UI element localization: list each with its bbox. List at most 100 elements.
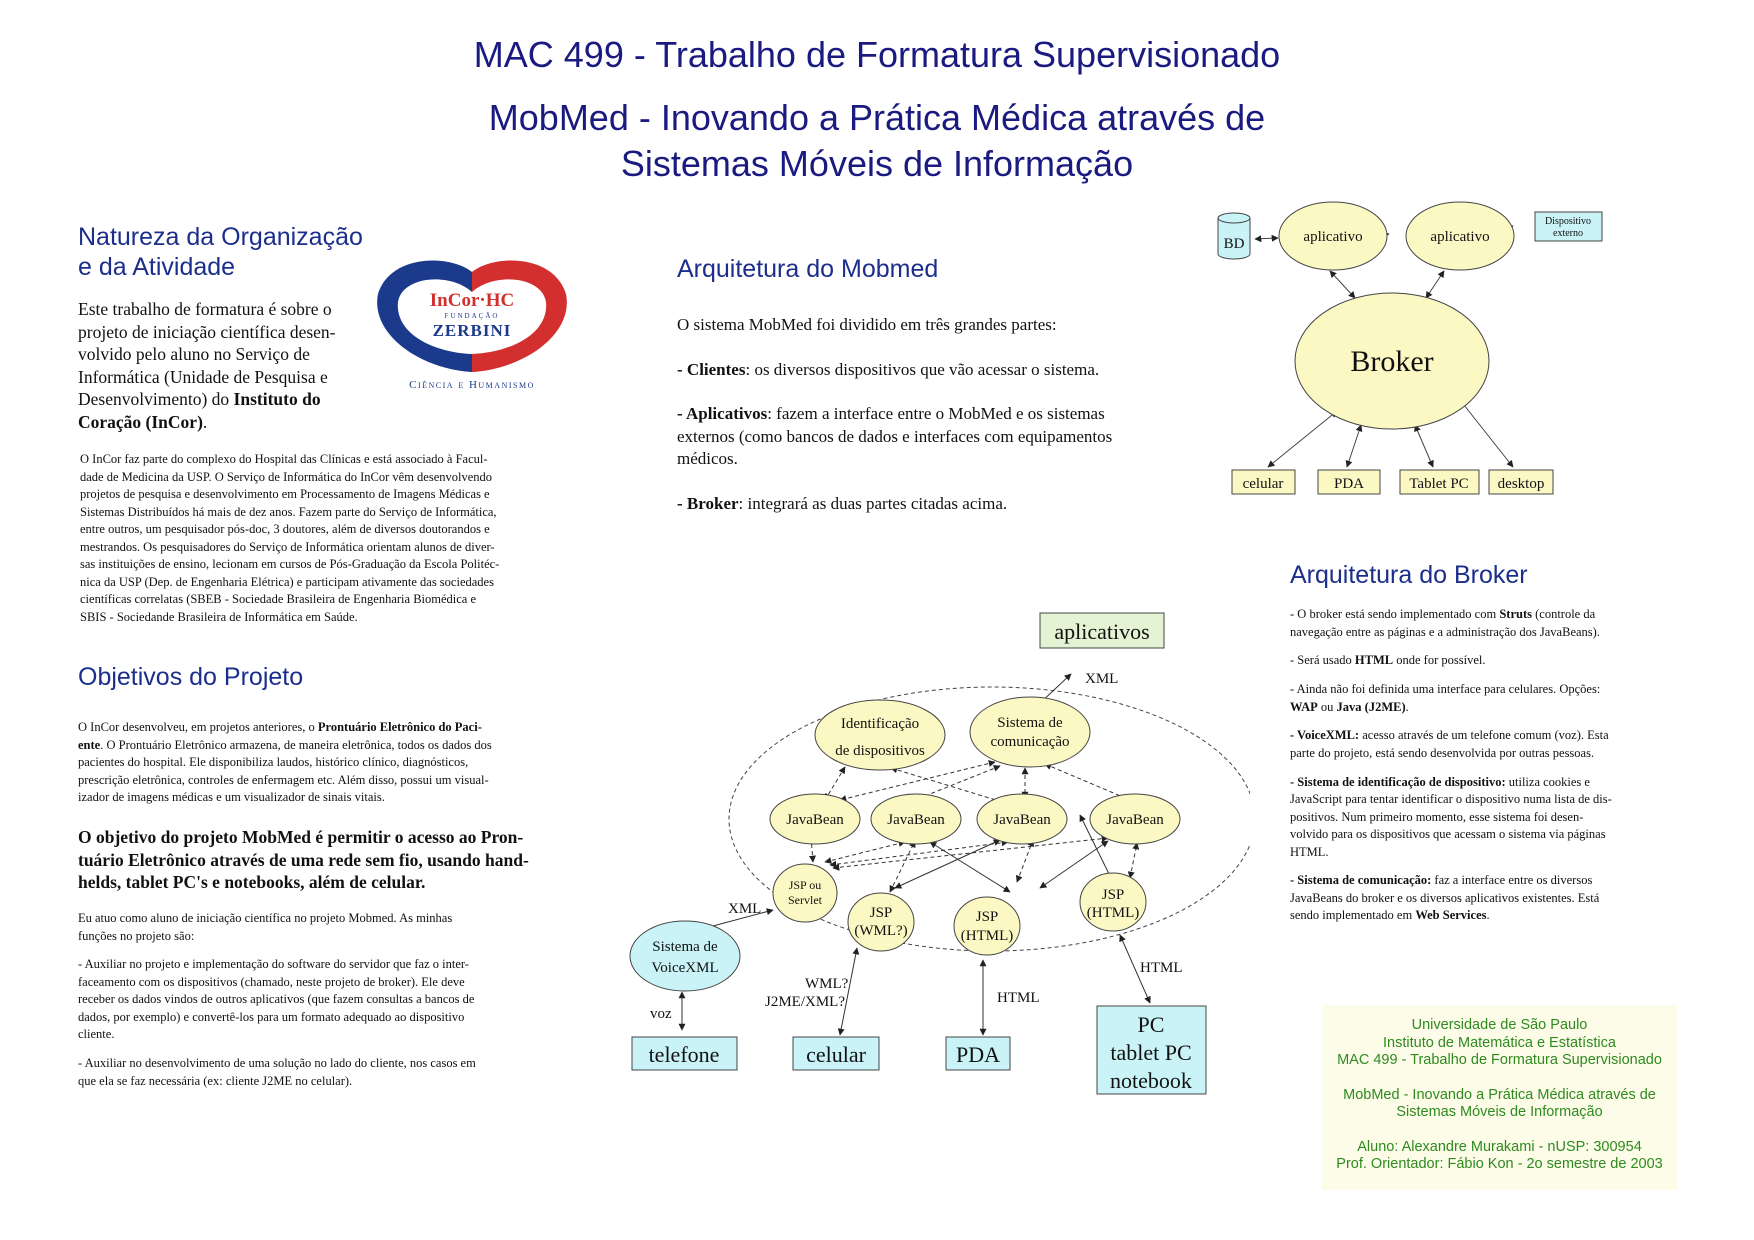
text-line: HTML. <box>1290 844 1329 859</box>
text-line: O InCor desenvolveu, em projetos anterio… <box>78 719 492 737</box>
external-device-label-2: externo <box>1553 228 1583 239</box>
jsp-servlet-label-2: Servlet <box>788 893 823 907</box>
text-line: - Sistema de comunicação: faz a interfac… <box>1290 872 1612 890</box>
text-line: - VoiceXML: acesso através de um telefon… <box>1290 727 1612 745</box>
text-run: - Será usado <box>1290 653 1355 668</box>
telefone-box <box>631 1036 738 1071</box>
text-line: Coração (InCor). <box>78 411 336 434</box>
text-run-bold: Web Services <box>1415 908 1487 923</box>
text-run: ou <box>1317 699 1337 714</box>
text-run: (controle da <box>1531 607 1596 621</box>
client-pda-label: PDA <box>1334 476 1364 492</box>
text-line: funções no projeto são: <box>78 928 195 943</box>
text-line: pacientes do hospital. Ele disponibiliza… <box>78 755 469 769</box>
wml-label: WML? <box>805 976 849 992</box>
incor-logo: InCor·HC FUNDAÇÃO ZERBINI Ciência e Huma… <box>370 254 575 394</box>
text-run-bold: WAP <box>1290 699 1318 714</box>
bd-label: BD <box>1224 236 1245 252</box>
jsp-html-2-label-1: JSP <box>1102 887 1125 903</box>
text-line: - Será usado HTML onde for possível. <box>1290 652 1612 670</box>
javabean-label: JavaBean <box>887 812 945 828</box>
client-tablet-box <box>1399 469 1480 495</box>
text-line: helds, tablet PC's e notebooks, além de … <box>78 872 426 892</box>
pc-connector <box>1119 934 1151 1004</box>
jsp-html-2-label-2: (HTML) <box>1087 905 1140 921</box>
text-run: sendo implementado em <box>1290 908 1416 923</box>
aplicativos-box <box>1039 612 1165 649</box>
text-line: parte do projeto, está sendo desenvolvid… <box>1290 745 1595 760</box>
pda-broker-connector <box>1345 424 1363 468</box>
text-run: . <box>202 411 208 432</box>
text-run-bold: - Sistema de identificação de dispositiv… <box>1290 774 1506 789</box>
text-run-bold: - Broker <box>677 493 739 513</box>
text-line: - Broker: integrará as duas partes citad… <box>677 493 1112 516</box>
text-line: SBIS - Sociedande Brasileira de Informát… <box>80 609 358 624</box>
text-line: Informática (Unidade de Pesquisa e <box>78 366 328 387</box>
text-line: mestrandos. Os pesquisadores do Serviço … <box>80 539 495 554</box>
app-node-2 <box>1405 201 1515 271</box>
dashed-connector <box>1127 842 1140 879</box>
dashed-connector <box>1044 763 1131 801</box>
jsp-html-node-2 <box>1079 872 1147 932</box>
client-pda-box <box>1317 469 1381 495</box>
celular-label: celular <box>806 1042 867 1067</box>
text-line: - O broker está sendo implementado com S… <box>1290 606 1612 624</box>
text-run: - O broker está sendo implementado com <box>1290 607 1500 621</box>
text-line: - Auxiliar no desenvolvimento de uma sol… <box>78 1056 476 1070</box>
tablet-broker-connector <box>1414 424 1434 468</box>
device-id-node <box>814 699 946 771</box>
client-desktop-box <box>1488 469 1554 495</box>
text-line: dade de Medicina da USP. O Serviço de In… <box>80 469 493 484</box>
jsp-wml-label-1: JSP <box>870 905 893 921</box>
celular-connector <box>837 947 860 1036</box>
javabean-node <box>976 793 1068 845</box>
text-run: onde for possível. <box>1393 653 1486 668</box>
jsp-wml-label-2: (WML?) <box>854 923 907 939</box>
text-run-bold: HTML <box>1354 653 1394 668</box>
celular-broker-connector <box>1267 410 1338 468</box>
broker-node <box>1294 292 1490 430</box>
project-title-line2: Sistemas Móveis de Informação <box>620 143 1134 184</box>
text-line: médicos. <box>677 449 738 468</box>
text-line: - Auxiliar no projeto e implementação do… <box>78 957 469 972</box>
mobmed-heading: Arquitetura do Mobmed <box>677 255 939 283</box>
app-node-1-label: aplicativo <box>1303 229 1362 245</box>
text-run-bold: - Clientes <box>677 359 746 379</box>
text-line: JavaScript para tentar identificar o dis… <box>1290 792 1612 806</box>
objetivos-goal: O objetivo do projeto MobMed é permitir … <box>78 826 529 894</box>
database-icon: BD <box>1217 212 1251 260</box>
mobmed-overview-diagram: BD aplicativo aplicativo Dispositivo ext… <box>1217 201 1603 495</box>
text-run: : fazem a interface entre o MobMed e os … <box>767 404 1105 423</box>
natureza-heading-line2: e da Atividade <box>78 253 236 281</box>
text-line: Desenvolvimento) do Instituto do <box>78 388 336 411</box>
text-run-bold: - Aplicativos <box>677 404 768 423</box>
text-line: projetos de pesquisa e desenvolvimento e… <box>80 487 490 501</box>
text-line: ente. O Prontuário Eletrônico armazena, … <box>78 737 492 755</box>
client-tablet-label: Tablet PC <box>1409 476 1468 492</box>
text-run-bold: Java (J2ME) <box>1336 699 1406 714</box>
telefone-label: telefone <box>649 1042 720 1067</box>
text-line: externos (como bancos de dados e interfa… <box>677 426 1113 446</box>
voicexml-label-1: Sistema de <box>652 939 718 955</box>
celular-box <box>792 1036 880 1071</box>
html-label-pc: HTML <box>1140 960 1183 976</box>
text-run: acesso através de um telefone comum (voz… <box>1359 728 1609 743</box>
text-line: faceamento com os dispositivos (chamado,… <box>78 974 465 989</box>
app-node-2-label: aplicativo <box>1430 229 1489 245</box>
text-run: : integrará as duas partes citadas acima… <box>738 493 1008 513</box>
text-run-bold: Coração (InCor) <box>78 411 203 432</box>
broker-heading: Arquitetura do Broker <box>1290 561 1528 589</box>
natureza-heading: Natureza da Organização e da Atividade <box>78 222 363 282</box>
text-line: sendo implementado em Web Services. <box>1290 907 1612 925</box>
text-line: navegação entre as páginas e a administr… <box>1290 624 1600 639</box>
pc-label-2: tablet PC <box>1110 1040 1191 1065</box>
javabean-node <box>870 793 962 845</box>
objetivos-heading: Objetivos do Projeto <box>78 663 304 691</box>
course-title: MAC 499 - Trabalho de Formatura Supervis… <box>473 34 1281 75</box>
text-line: izador de imagens médicas e um visualiza… <box>78 790 385 804</box>
text-line: prescrição eletrônica, controles de enfe… <box>78 772 489 787</box>
text-line: entre outros, um pesquisador pós-doc, 3 … <box>80 522 490 536</box>
text-line: dados, por exemplo) e convertê-los para … <box>78 1009 465 1024</box>
javabean-node <box>769 793 861 845</box>
text-run: . <box>1486 908 1490 923</box>
